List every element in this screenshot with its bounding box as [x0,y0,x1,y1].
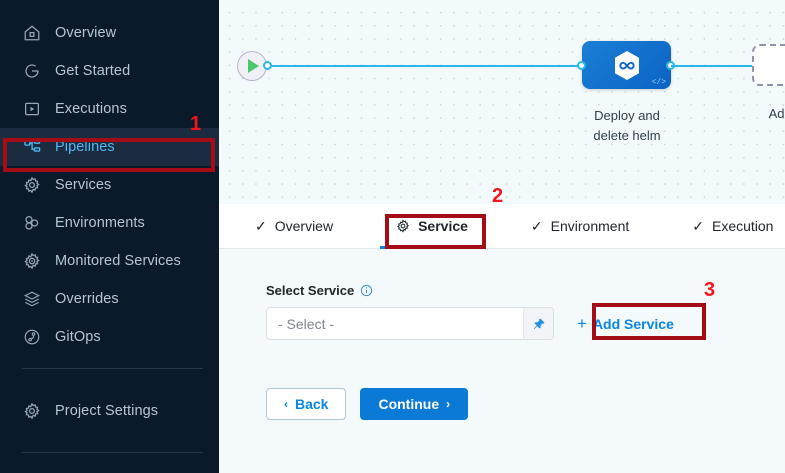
gear-icon [22,401,42,421]
sidebar-divider-bottom [22,452,203,453]
add-service-link[interactable]: + Add Service [577,315,674,332]
sidebar-item-monitored-services[interactable]: Monitored Services [0,242,219,280]
sidebar-item-label: Environments [55,215,145,231]
add-stage-label: Add Stage [768,106,785,121]
select-service-input[interactable] [267,308,523,339]
gitops-icon [22,327,42,347]
info-icon[interactable] [360,284,373,297]
annotation-number-2: 2 [492,185,504,207]
service-panel: Select Service + [219,249,785,473]
check-icon: ✓ [692,217,704,234]
sidebar-item-label: Executions [55,101,127,117]
back-label: Back [295,396,329,412]
chevron-right-icon: › [446,397,451,411]
sidebar-item-label: GitOps [55,329,101,345]
continue-label: Continue [378,396,440,412]
add-stage-button[interactable]: + [752,44,785,86]
tab-service[interactable]: Service [378,204,486,249]
pipeline-edge [271,65,584,67]
pin-button[interactable] [523,308,553,339]
sidebar-item-environments[interactable]: Environments [0,204,219,242]
code-glyph-icon: </> [651,78,666,87]
environments-icon [22,213,42,233]
sidebar-item-label: Get Started [55,63,131,79]
select-service-label: Select Service [266,283,785,298]
sidebar-item-label: Monitored Services [55,253,181,269]
sidebar-item-gitops[interactable]: GitOps [0,318,219,356]
annotation-number-1: 1 [190,113,202,135]
tab-label: Service [418,218,468,234]
power-circle-icon [22,61,42,81]
panel-button-row: ‹ Back Continue › [266,388,785,420]
sidebar-item-get-started[interactable]: Get Started [0,52,219,90]
play-icon [248,59,259,73]
main-content: </> Deploy and delete helm + Add Stage ✓ [219,0,785,473]
gear-icon [22,175,42,195]
pipeline-edge [671,65,755,67]
select-service-row: + Add Service [266,307,785,340]
tab-environment[interactable]: ✓ Environment [513,204,647,248]
check-icon: ✓ [255,217,267,234]
pin-icon [533,317,545,329]
tab-label: Overview [274,218,334,234]
stage-tab-bar: ✓ Overview Service ✓ Environment [219,204,785,249]
chevron-left-icon: ‹ [284,397,288,411]
check-icon: ✓ [530,217,543,234]
sidebar-item-pipelines[interactable]: Pipelines [0,128,219,166]
add-service-label: Add Service [592,315,674,332]
annotation-number-3: 3 [704,279,716,301]
sidebar-item-label: Project Settings [55,403,159,419]
sidebar: Overview Get Started Executions [0,0,219,473]
gear-icon [396,219,410,233]
sidebar-divider-top [22,368,203,369]
sidebar-item-overview[interactable]: Overview [0,14,219,52]
select-service-dropdown[interactable] [266,307,554,340]
back-button[interactable]: ‹ Back [266,388,347,420]
sidebar-item-services[interactable]: Services [0,166,219,204]
tab-overview[interactable]: ✓ Overview [237,204,351,248]
pipeline-canvas[interactable]: </> Deploy and delete helm + Add Stage [219,0,785,204]
harness-cd-hexagon-icon [614,50,639,80]
sidebar-item-executions[interactable]: Executions [0,90,219,128]
tab-label: Environment [550,218,630,234]
sidebar-item-overrides[interactable]: Overrides [0,280,219,318]
pipeline-stage-node[interactable]: </> [582,41,671,89]
sidebar-item-label: Pipelines [55,139,115,155]
home-icon [22,23,42,43]
sidebar-item-label: Services [55,177,112,193]
layers-icon [22,289,42,309]
sidebar-item-project-settings[interactable]: Project Settings [0,392,219,430]
pipeline-nodes-icon [22,137,42,157]
sidebar-item-label: Overrides [55,291,119,307]
continue-button[interactable]: Continue › [360,388,469,420]
gear-dot-icon [22,251,42,271]
tab-label: Execution [711,218,774,234]
tab-execution[interactable]: ✓ Execution [674,204,785,248]
play-box-icon [22,99,42,119]
connector-dot [577,61,586,70]
pipeline-stage-label: Deploy and delete helm [593,108,661,143]
plus-icon: + [577,314,587,333]
sidebar-item-label: Overview [55,25,117,41]
